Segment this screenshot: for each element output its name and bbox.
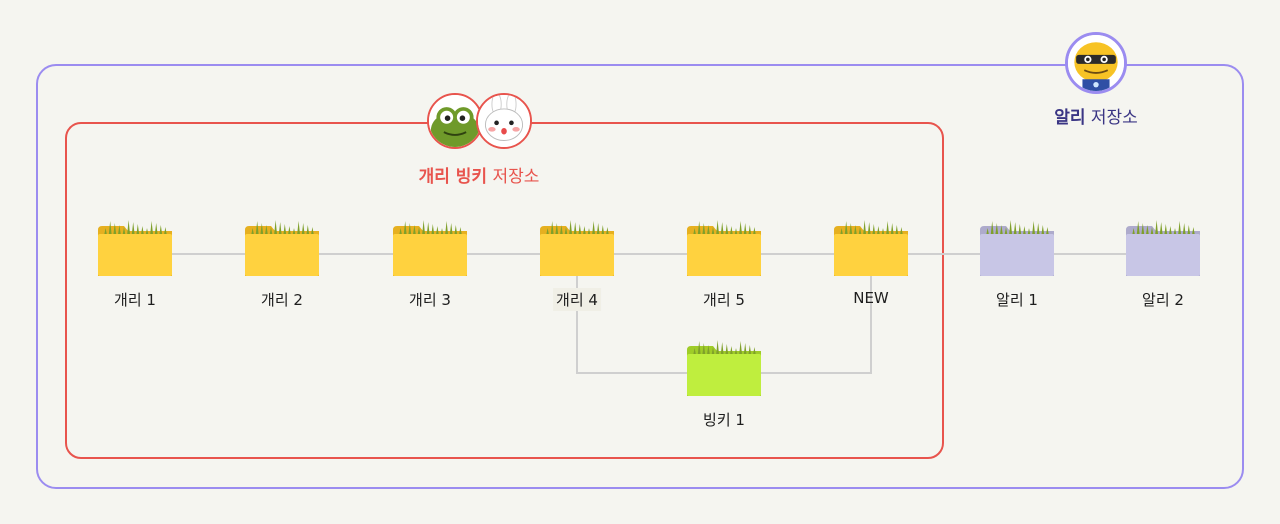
node-label: 개리 5 bbox=[703, 291, 745, 309]
yellow-character-avatar-icon bbox=[1065, 32, 1127, 94]
folder-node-new[interactable] bbox=[834, 218, 908, 276]
folder-icon bbox=[98, 220, 172, 276]
node-label: 개리 2 bbox=[261, 291, 303, 309]
frog-avatar-icon bbox=[427, 93, 483, 149]
node-label: 알리 2 bbox=[1142, 291, 1184, 309]
repo-title-rest: 저장소 bbox=[492, 167, 540, 187]
folder-icon bbox=[687, 220, 761, 276]
node-label: 개리 3 bbox=[409, 291, 451, 309]
repo-title-strong: 알리 bbox=[1054, 108, 1086, 128]
folder-icon bbox=[1126, 220, 1200, 276]
folder-icon bbox=[393, 220, 467, 276]
node-label: 개리 1 bbox=[114, 291, 156, 309]
repo-title-rest: 저장소 bbox=[1090, 108, 1138, 128]
node-label: 알리 1 bbox=[996, 291, 1038, 309]
repo-title-strong: 개리 빙키 bbox=[418, 167, 488, 187]
folder-icon bbox=[980, 220, 1054, 276]
folder-icon bbox=[540, 220, 614, 276]
node-label: 개리 4 bbox=[553, 288, 601, 311]
folder-icon bbox=[834, 220, 908, 276]
folder-node-g3[interactable] bbox=[393, 218, 467, 276]
folder-node-a1[interactable] bbox=[980, 218, 1054, 276]
folder-node-g4[interactable] bbox=[540, 218, 614, 276]
folder-node-g2[interactable] bbox=[245, 218, 319, 276]
node-label: 빙키 1 bbox=[703, 411, 745, 429]
node-label: NEW bbox=[853, 289, 889, 307]
folder-icon bbox=[245, 220, 319, 276]
folder-node-g5[interactable] bbox=[687, 218, 761, 276]
alri-repository-boundary bbox=[36, 64, 1244, 489]
gaeri-bingki-repo-title: 개리 빙키 저장소 bbox=[419, 162, 540, 187]
bunny-avatar-icon bbox=[476, 93, 532, 149]
folder-icon bbox=[687, 340, 761, 396]
folder-node-g1[interactable] bbox=[98, 218, 172, 276]
folder-node-a2[interactable] bbox=[1126, 218, 1200, 276]
alri-repo-title: 알리 저장소 bbox=[1054, 103, 1138, 128]
folder-node-b1[interactable] bbox=[687, 338, 761, 396]
